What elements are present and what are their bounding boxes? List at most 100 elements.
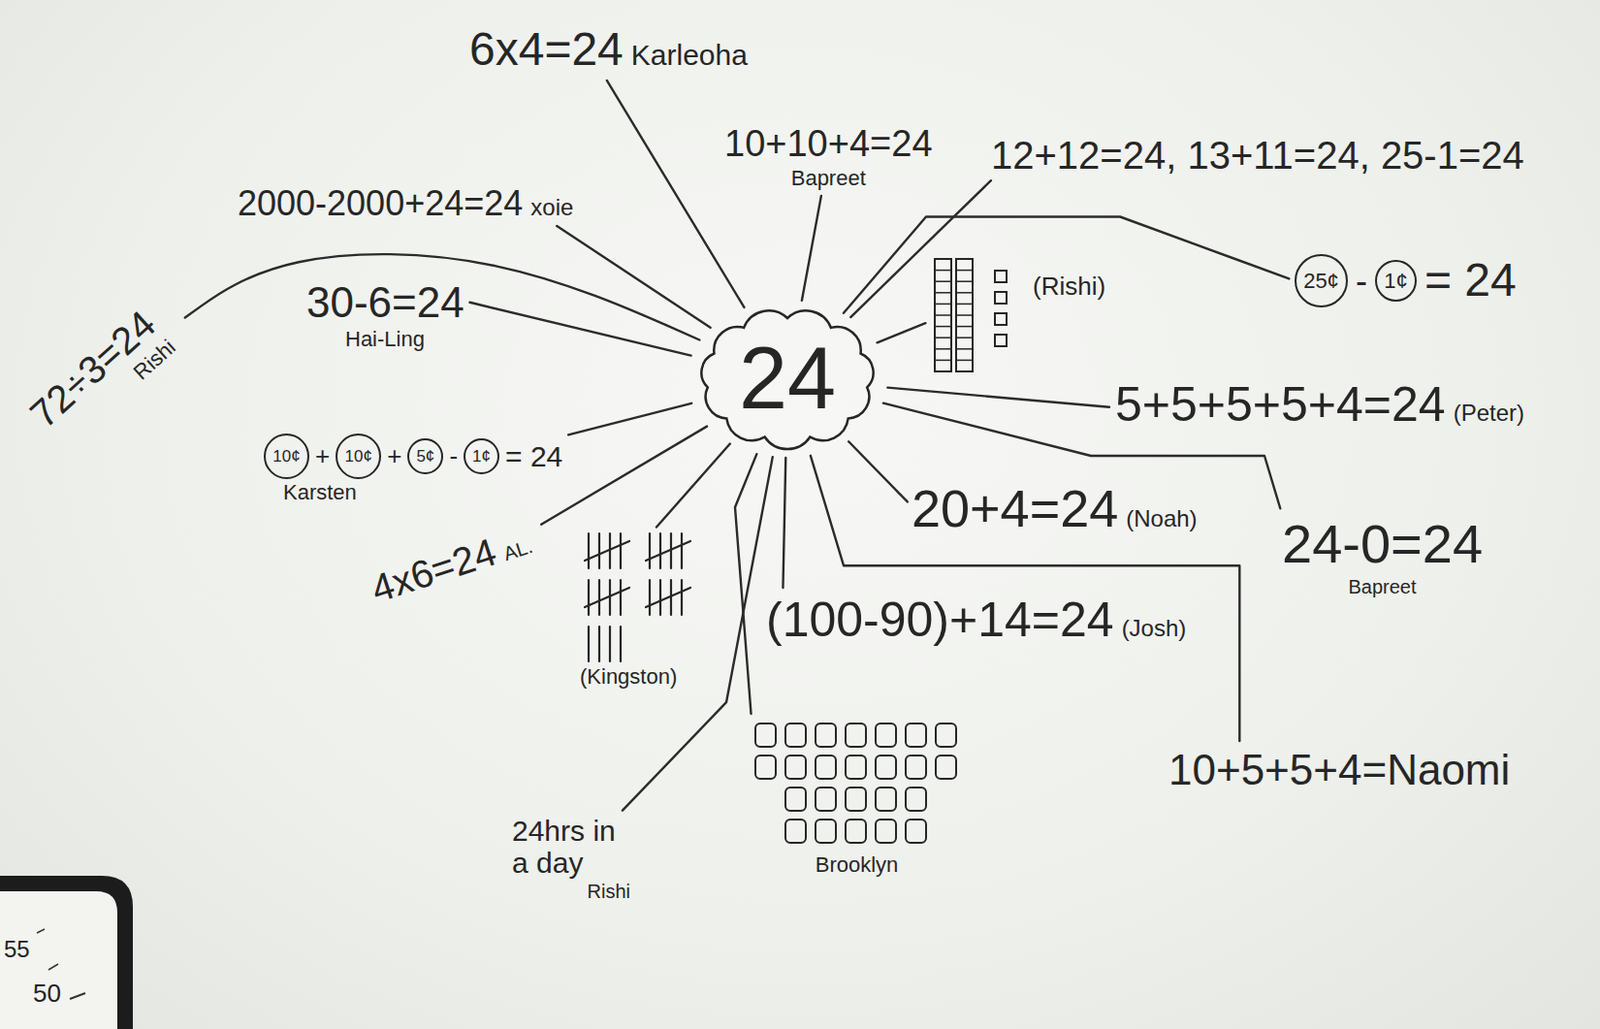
coin-value: 10¢ <box>335 433 382 480</box>
note-group: 10¢+10¢+5¢-1¢= 24Karsten <box>263 433 563 505</box>
square-mark <box>845 723 866 747</box>
text-row: 6x4=24Karleoha <box>469 24 748 76</box>
tally-stroke <box>619 626 622 662</box>
note-group: 20+4=24(Noah) <box>911 480 1198 538</box>
rod-segment <box>956 280 973 283</box>
square-mark <box>815 755 836 779</box>
text-row: (Rishi) <box>1032 272 1106 301</box>
clock-number: 55 <box>3 936 31 962</box>
unit-cube <box>994 270 1007 283</box>
square-mark <box>845 755 866 779</box>
unit-cube <box>994 291 1007 304</box>
note-text: Bapreet <box>1348 576 1417 598</box>
tally-stroke <box>619 579 622 615</box>
text-row: 10+5+5+4=Naomi <box>1168 746 1510 794</box>
tally-stroke <box>619 533 622 569</box>
ten-rod <box>934 258 952 372</box>
text-row: 5+5+5+5+4=24 (Peter) <box>1115 378 1525 432</box>
unit-cube <box>994 334 1007 347</box>
note-group: 25¢-1¢= 24 <box>1294 254 1517 308</box>
coin-value: 25¢ <box>1294 254 1348 308</box>
note-group: 12+12=24, 13+11=24, 25-1=24 <box>991 133 1525 177</box>
coin-value: 10¢ <box>263 433 310 480</box>
square-mark <box>905 723 927 747</box>
unit-cube <box>994 313 1007 325</box>
note-group: 24hrs in a dayRishi <box>512 814 631 902</box>
tally-stroke <box>598 626 601 662</box>
text-row: Bapreet <box>791 166 866 191</box>
spoke-line <box>735 453 757 714</box>
square-mark <box>815 819 836 843</box>
note-body: 24-0=24Bapreet <box>1281 513 1483 598</box>
text-row: Rishi <box>587 880 631 902</box>
note-text: Bapreet <box>791 166 866 191</box>
text-row: Hai-Ling <box>306 327 425 352</box>
clock-frame <box>0 875 133 1029</box>
note-text: Karsten <box>283 480 357 505</box>
note-group: 6x4=24Karleoha <box>469 24 748 76</box>
clock-number: 50 <box>32 979 62 1008</box>
text-row: 24hrs in a day <box>512 814 631 879</box>
note-group: Brooklyn <box>751 719 962 877</box>
text-row: Bapreet <box>1348 576 1417 598</box>
text-row: 12+12=24, 13+11=24, 25-1=24 <box>991 133 1525 177</box>
square-mark <box>905 755 927 779</box>
rod-segment <box>956 314 973 317</box>
note-text: + <box>386 442 402 471</box>
square-mark <box>815 723 836 747</box>
note-text: - <box>448 442 458 471</box>
note-body: 20+4=24(Noah) <box>911 480 1198 538</box>
note-group: (100-90)+14=24(Josh) <box>766 593 1186 647</box>
equation-text: 6x4=24 <box>469 24 624 76</box>
center-cloud: 24 <box>690 303 885 454</box>
rod-segment <box>956 359 973 362</box>
tally-stroke <box>659 533 662 569</box>
spoke-line <box>470 302 692 356</box>
equation-text: (Kingston) <box>579 665 677 689</box>
rod-segment <box>956 336 973 339</box>
tally-stroke <box>680 533 683 569</box>
text-row: 20+4=24(Noah) <box>911 480 1198 538</box>
equation-text: 10+5+5+4=Naomi <box>1168 746 1510 794</box>
note-group: (Kingston) <box>579 531 702 689</box>
tally-stroke <box>587 579 590 615</box>
square-mark <box>815 787 836 811</box>
spoke-line <box>850 180 992 318</box>
rod-segment <box>956 303 973 306</box>
tally-stroke <box>587 626 590 662</box>
equation-text: Brooklyn <box>815 853 899 877</box>
square-mark <box>935 755 957 779</box>
text-row: 10+10+4=24 <box>724 124 933 165</box>
spoke-line <box>782 457 786 588</box>
equation-text: 4x6=24 <box>365 530 501 611</box>
note-text: (Peter) <box>1453 400 1525 426</box>
note-body: (Rishi) <box>930 256 1106 374</box>
tally-stroke <box>680 579 683 615</box>
square-mark <box>755 755 776 779</box>
text-row: 25¢-1¢= 24 <box>1294 254 1517 308</box>
square-mark <box>755 723 776 747</box>
tally-slash <box>645 541 691 561</box>
note-group: 5+5+5+5+4=24 (Peter) <box>1115 378 1525 432</box>
note-group: 72÷3=24Rishi <box>22 302 181 455</box>
square-mark <box>785 755 806 779</box>
spoke-line <box>801 195 822 301</box>
note-body: (Kingston) <box>579 531 702 689</box>
note-text: Rishi <box>587 880 631 902</box>
equation-text: 2000-2000+24=24 <box>237 184 523 224</box>
equation-text: 5+5+5+5+4=24 <box>1115 378 1446 432</box>
square-array <box>751 719 962 852</box>
square-mark <box>875 723 896 747</box>
tally-slash <box>584 587 630 608</box>
text-row: 24-0=24 <box>1281 513 1483 575</box>
text-row: (100-90)+14=24(Josh) <box>766 593 1186 647</box>
note-text: = 24 <box>1424 255 1517 307</box>
clock-tick <box>36 928 45 933</box>
note-group: 24-0=24Bapreet <box>1281 513 1483 598</box>
tally-stroke <box>659 579 662 615</box>
rod-segment <box>956 269 973 272</box>
equation-text: (Rishi) <box>1032 272 1106 301</box>
tally-stroke <box>598 533 601 569</box>
square-mark <box>785 819 806 843</box>
